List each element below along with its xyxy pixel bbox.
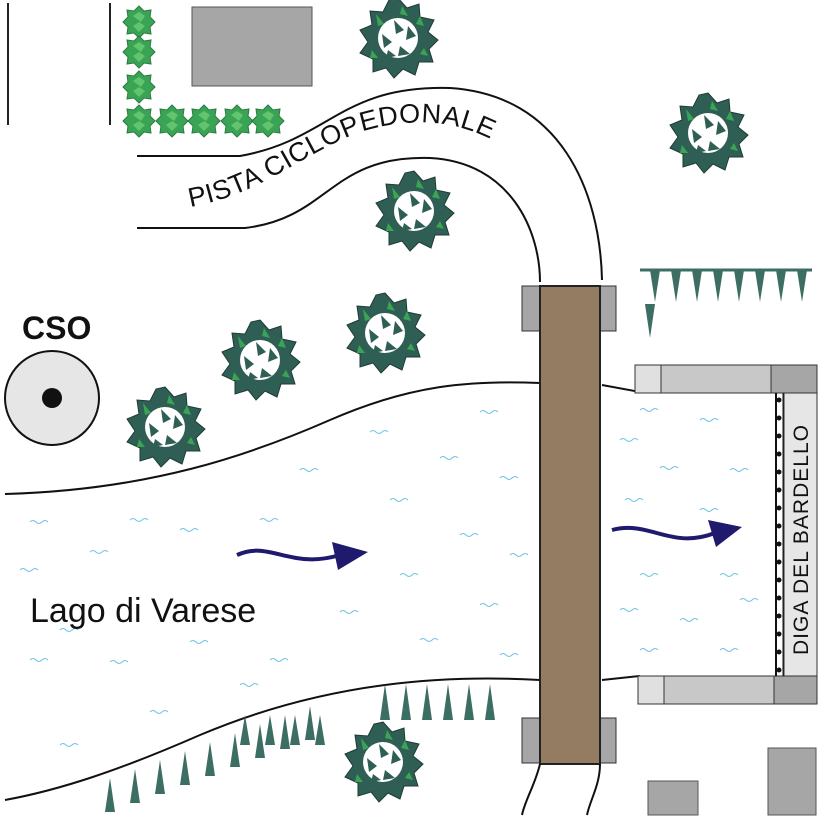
tree-icon [126, 386, 206, 468]
flow-arrow-icon [611, 520, 742, 547]
reed-icon [105, 706, 325, 812]
tree-icon [344, 721, 424, 803]
lake-area [4, 381, 759, 801]
cso-label: CSO [22, 310, 91, 346]
reed-icon [650, 270, 807, 302]
tree-icon [359, 0, 439, 79]
tree-icon [669, 92, 749, 174]
tree-icon [375, 170, 455, 252]
reed-icon [380, 684, 495, 720]
tree-icon [346, 292, 426, 374]
dam-label: DIGA DEL BARDELLO [790, 424, 813, 655]
lake-label: Lago di Varese [30, 592, 256, 630]
cso-outfall-icon [4, 350, 100, 446]
flow-arrow-icon [236, 542, 368, 570]
building-icon [191, 6, 313, 87]
tree-icon [221, 319, 301, 401]
bridge [521, 285, 617, 816]
dam: DIGA DEL BARDELLO [634, 364, 818, 705]
building-icon [647, 747, 817, 816]
fence-lines [7, 3, 111, 125]
reed-icon [640, 268, 812, 338]
